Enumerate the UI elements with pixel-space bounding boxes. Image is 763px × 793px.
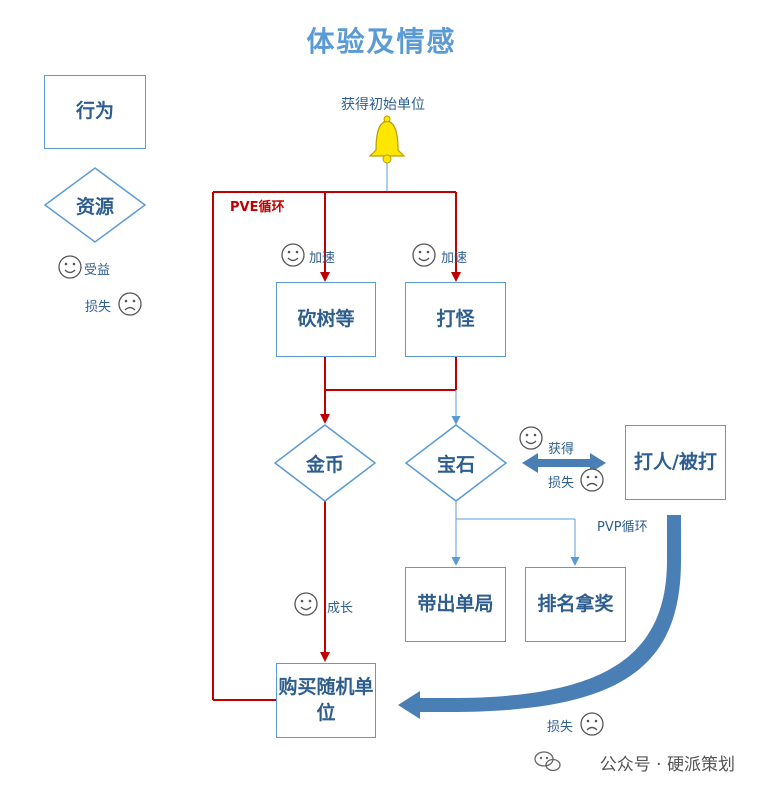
lose-frown-icon-2 <box>580 712 604 736</box>
buy-unit-box: 购买随机单位 <box>276 663 376 738</box>
legend-behavior-label: 行为 <box>75 100 114 123</box>
legend-resource-diamond <box>43 167 147 243</box>
buy-unit-label: 购买随机单位 <box>278 675 374 724</box>
wechat-icon <box>534 751 561 772</box>
legend-behavior-box: 行为 <box>44 75 146 149</box>
pve-loop-lines <box>212 191 461 701</box>
pvp-loop-label: PVP循环 <box>597 520 648 535</box>
obtain-label: 获得 <box>548 442 575 457</box>
legend-loss-frown-icon <box>118 292 142 316</box>
speed-up-smiley-icon-1 <box>281 243 305 267</box>
start-label: 获得初始单位 <box>341 97 425 113</box>
carry-out-box: 带出单局 <box>405 567 506 642</box>
legend-loss-label: 损失 <box>85 300 112 315</box>
growth-smiley-icon <box>294 592 318 616</box>
page-title: 体验及情感 <box>306 25 457 58</box>
pve-loop-label: PVE循环 <box>230 200 285 215</box>
gold-label: 金币 <box>305 453 344 476</box>
chop-tree-label: 砍树等 <box>297 307 355 330</box>
gem-pvp-double-arrow <box>522 453 606 473</box>
fight-monster-box: 打怪 <box>405 282 506 357</box>
fight-monster-label: 打怪 <box>436 307 475 330</box>
chop-tree-box: 砍树等 <box>276 282 376 357</box>
lose-label-2: 损失 <box>547 720 574 735</box>
watermark-text: 公众号 · 硬派策划 <box>599 755 735 775</box>
lose-label-1: 损失 <box>548 476 575 491</box>
lose-frown-icon-1 <box>580 468 604 492</box>
obtain-smiley-icon <box>519 426 543 450</box>
gold-diamond <box>273 424 377 502</box>
speed-up-label-1: 加速 <box>309 251 336 266</box>
ranking-label: 排名拿奖 <box>537 592 614 615</box>
watermark: 公众号 · 硬派策划 <box>600 750 735 775</box>
ranking-box: 排名拿奖 <box>525 567 626 642</box>
gem-flow-lines <box>451 390 580 566</box>
growth-label: 成长 <box>327 601 354 616</box>
pvp-label: 打人/被打 <box>634 450 717 473</box>
gem-label: 宝石 <box>436 453 475 476</box>
legend-resource-label: 资源 <box>75 195 114 218</box>
pvp-loop-arrow <box>398 515 681 719</box>
carry-out-label: 带出单局 <box>417 592 494 615</box>
gem-diamond <box>404 424 508 502</box>
bell-icon <box>368 115 406 164</box>
speed-up-label-2: 加速 <box>441 251 468 266</box>
pvp-box: 打人/被打 <box>625 425 726 500</box>
legend-gain-label: 受益 <box>84 263 111 278</box>
speed-up-smiley-icon-2 <box>412 243 436 267</box>
legend-gain-smiley-icon <box>58 255 82 279</box>
